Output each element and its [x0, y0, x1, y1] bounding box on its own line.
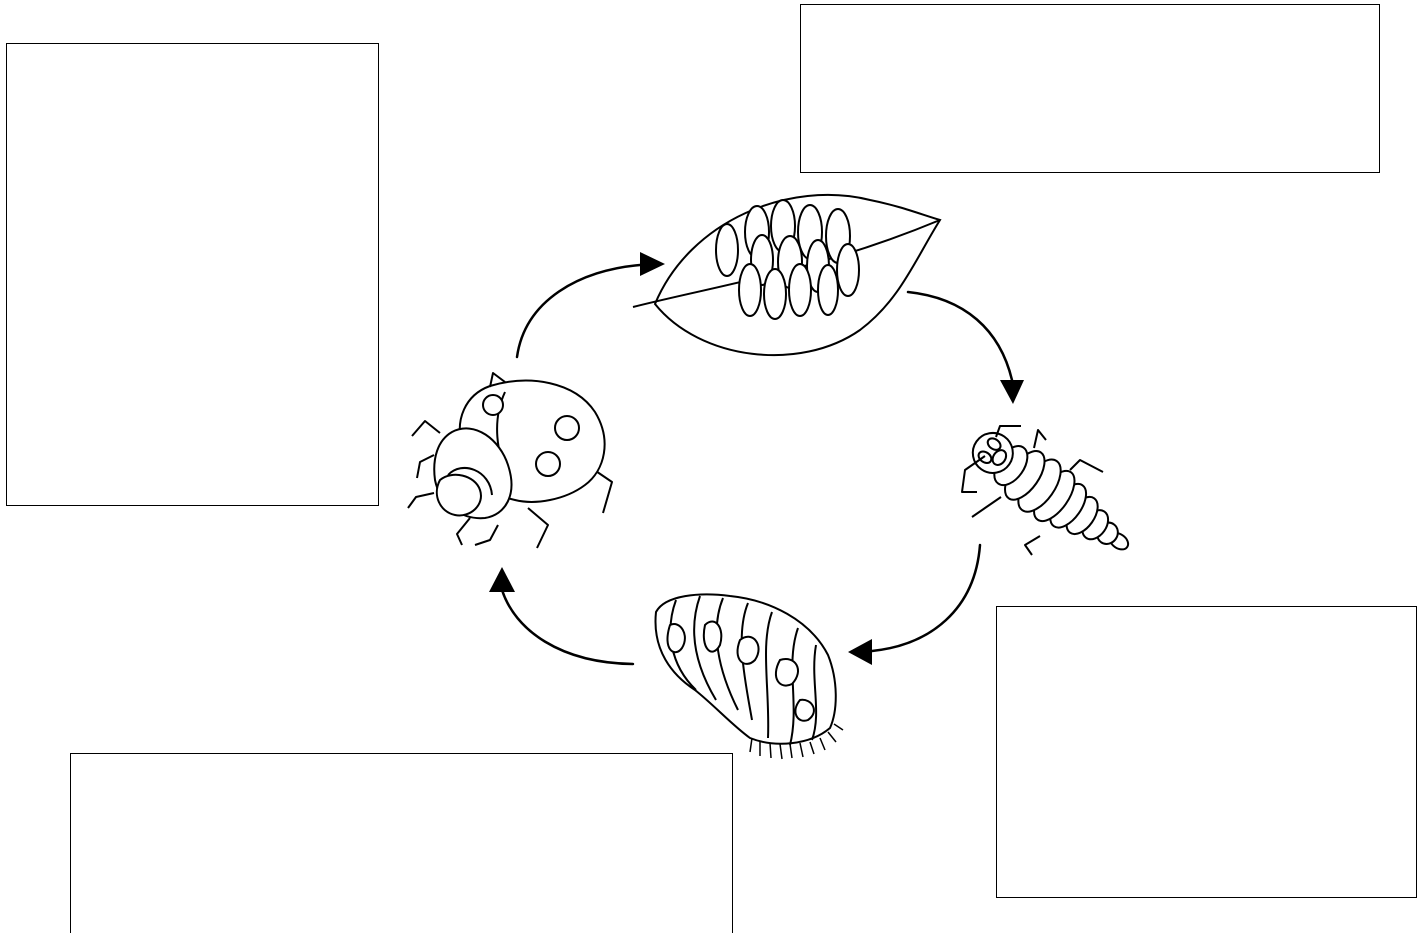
arrow-larva-to-pupa	[870, 543, 982, 653]
arrowhead-pupa-to-adult	[489, 567, 515, 592]
ladybug-head	[435, 473, 482, 517]
adult-ladybug-illustration	[407, 372, 613, 549]
label-box-bottom-left[interactable]	[70, 753, 733, 933]
arrowhead-egg-to-larva	[1000, 380, 1024, 404]
label-box-bottom-right[interactable]	[996, 606, 1417, 898]
pupa-body	[654, 593, 837, 745]
arrowhead-larva-to-pupa	[848, 639, 872, 665]
arrow-egg-to-larva	[906, 290, 1014, 382]
larva-illustration	[961, 425, 1130, 556]
label-box-top-left[interactable]	[6, 43, 379, 506]
pupa-illustration	[654, 593, 844, 760]
arrowhead-adult-to-egg	[640, 252, 665, 276]
label-box-top-right[interactable]	[800, 4, 1380, 173]
egg-cluster-on-leaf-illustration	[632, 193, 942, 356]
arrow-pupa-to-adult	[500, 588, 635, 666]
egg-cluster	[715, 199, 860, 320]
arrow-adult-to-egg	[515, 263, 642, 359]
